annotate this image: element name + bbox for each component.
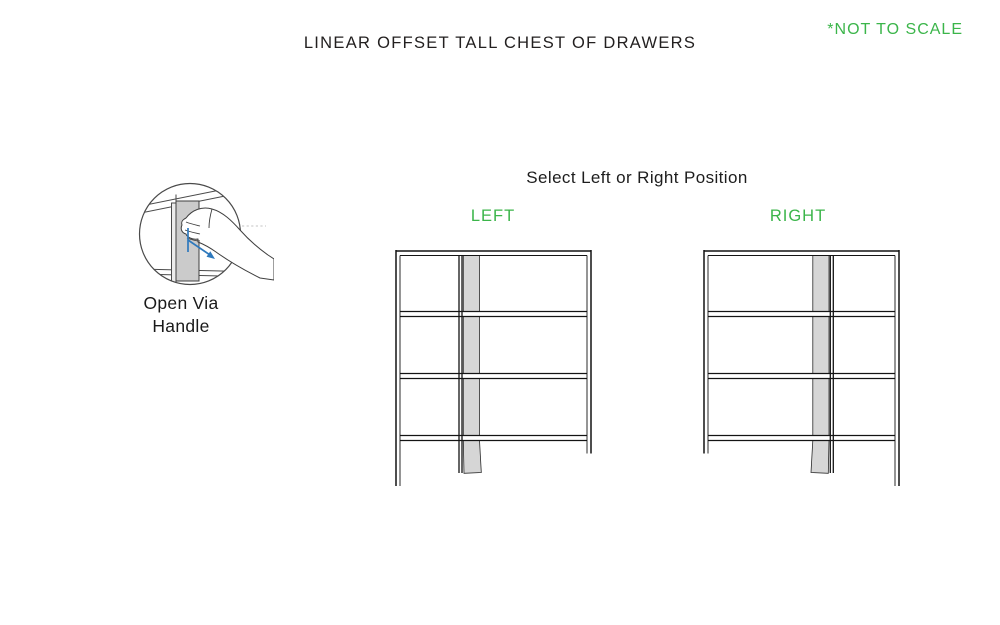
drawer-dividers xyxy=(400,310,587,442)
handle-strip xyxy=(462,255,482,474)
hand-opening-drawer-icon xyxy=(138,182,274,286)
left-option-label[interactable]: LEFT xyxy=(470,207,516,225)
chest-diagram-right[interactable] xyxy=(703,250,900,488)
right-option-label[interactable]: RIGHT xyxy=(769,207,827,225)
chest-left-drawing xyxy=(395,250,592,486)
illustration-caption: Open Via Handle xyxy=(111,292,251,337)
open-via-handle-illustration xyxy=(126,172,274,300)
page-title: LINEAR OFFSET TALL CHEST OF DRAWERS xyxy=(303,34,697,52)
illustration-caption-line2: Handle xyxy=(152,315,210,336)
position-selector-heading: Select Left or Right Position xyxy=(526,168,748,187)
drawer-dividers xyxy=(708,310,895,442)
open-direction-arrow xyxy=(187,228,215,259)
not-to-scale-note: *NOT TO SCALE xyxy=(827,21,963,38)
hand-icon xyxy=(180,207,274,281)
illustration-caption-line1: Open Via xyxy=(143,293,219,313)
chest-right-drawing xyxy=(703,250,900,486)
chest-diagram-left[interactable] xyxy=(395,250,592,488)
handle-strip xyxy=(810,255,830,474)
